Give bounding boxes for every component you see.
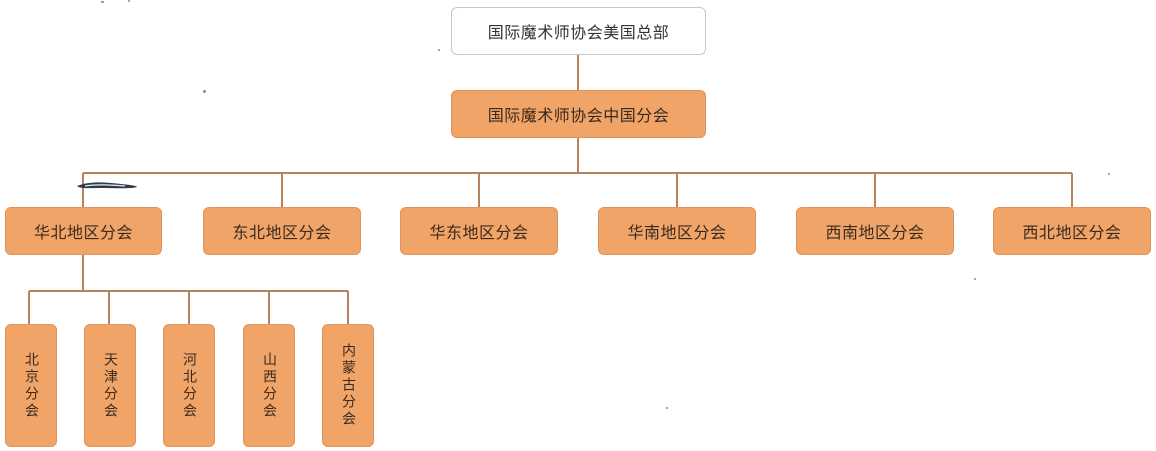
china-branch-node: 国际魔术师协会中国分会 <box>451 90 706 138</box>
branch-node-beijing: 北京分会 <box>5 324 57 447</box>
region-label: 华南地区分会 <box>627 223 727 242</box>
branch-label: 河北分会 <box>181 351 197 420</box>
region-label: 西北地区分会 <box>1022 223 1122 242</box>
region-node-north-china: 华北地区分会 <box>5 207 162 255</box>
brush-mark <box>77 182 137 189</box>
region-label: 东北地区分会 <box>232 223 332 242</box>
branch-node-hebei: 河北分会 <box>163 324 215 447</box>
root-node: 国际魔术师协会美国总部 <box>451 7 706 55</box>
china-branch-label: 国际魔术师协会中国分会 <box>487 106 670 125</box>
speck <box>1108 173 1110 175</box>
speck <box>101 1 104 3</box>
root-node-label: 国际魔术师协会美国总部 <box>487 23 670 42</box>
speck <box>203 90 206 93</box>
branch-label: 山西分会 <box>261 351 277 420</box>
branch-label: 天津分会 <box>102 351 118 420</box>
speck <box>666 407 668 409</box>
region-node-northeast: 东北地区分会 <box>203 207 361 255</box>
branch-label: 内蒙古分会 <box>340 343 356 428</box>
branch-node-tianjin: 天津分会 <box>84 324 136 447</box>
region-label: 华北地区分会 <box>33 223 133 242</box>
region-label: 华东地区分会 <box>429 223 529 242</box>
branch-node-inner-mongolia: 内蒙古分会 <box>322 324 374 447</box>
branch-label: 北京分会 <box>23 351 39 420</box>
branch-node-shanxi: 山西分会 <box>243 324 295 447</box>
speck <box>974 278 976 280</box>
region-node-east-china: 华东地区分会 <box>400 207 558 255</box>
region-node-south-china: 华南地区分会 <box>598 207 756 255</box>
region-node-northwest: 西北地区分会 <box>993 207 1151 255</box>
region-node-southwest: 西南地区分会 <box>796 207 954 255</box>
speck <box>438 49 440 51</box>
region-label: 西南地区分会 <box>825 223 925 242</box>
speck <box>128 0 130 2</box>
